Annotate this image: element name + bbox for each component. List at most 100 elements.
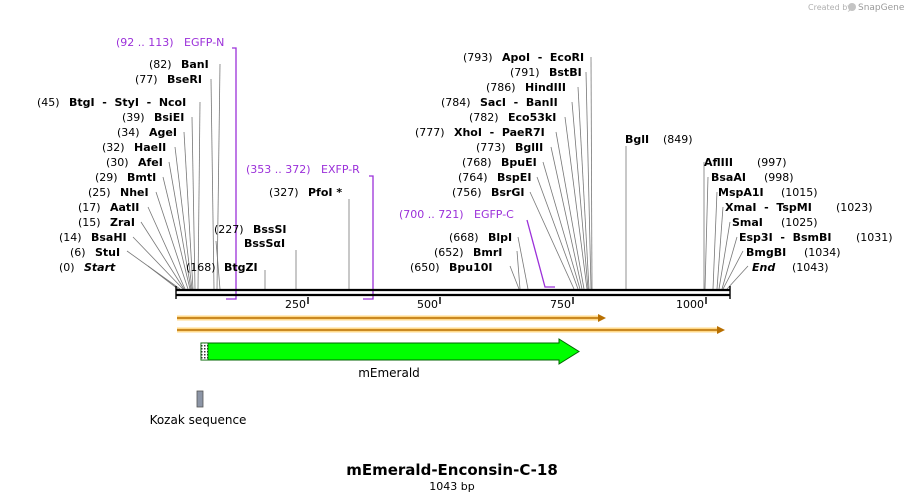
site-num: (786): [486, 81, 516, 94]
feature-kozak[interactable]: Kozak sequence: [150, 390, 247, 427]
ruler-label-500: 500: [417, 298, 438, 311]
map-title: mEmerald-Enconsin-C-18: [346, 461, 558, 479]
site-num: (1043): [792, 261, 829, 274]
leader-xmai: [716, 206, 724, 290]
orf-arrows: [177, 314, 725, 334]
site-num: (782): [469, 111, 499, 124]
leader-bsssi: [215, 240, 221, 290]
memerald-arrow[interactable]: [200, 338, 580, 365]
site-name-bsssi[interactable]: BssSI: [253, 223, 287, 236]
site-name-aatii[interactable]: AatII: [110, 201, 139, 214]
site-name-btgi-styi-ncoi[interactable]: BtgI - StyI - NcoI: [69, 96, 186, 109]
ruler-label-250: 250: [285, 298, 306, 311]
primer-name-egfp-c[interactable]: EGFP-C: [474, 208, 514, 221]
site-num: (1015): [781, 186, 818, 199]
site-name-bani[interactable]: BanI: [181, 58, 209, 71]
site-name-end[interactable]: End: [752, 261, 775, 274]
primer-exfp-r-mark: [363, 175, 374, 300]
leader-bpu10i: [509, 265, 520, 290]
leader-zrai: [140, 221, 185, 290]
site-num: (777): [415, 126, 445, 139]
ruler: 250 500 750 1000: [285, 297, 707, 311]
site-name-bpu10i[interactable]: Bpu10I: [449, 261, 493, 274]
site-name-nhei[interactable]: NheI: [120, 186, 149, 199]
memerald-label: mEmerald: [358, 366, 420, 380]
site-name-esp3i-bsmbi[interactable]: Esp3I - BsmBI: [739, 231, 831, 244]
site-name-mspa1i[interactable]: MspA1I: [718, 186, 764, 199]
site-name-bmri[interactable]: BmrI: [473, 246, 502, 259]
site-name-bgli[interactable]: BglI: [625, 133, 649, 146]
site-name-afliii[interactable]: AflIII: [704, 156, 733, 169]
leader-bsiei: [191, 116, 196, 290]
site-name-zrai[interactable]: ZraI: [110, 216, 135, 229]
site-name-bmgbi[interactable]: BmgBI: [746, 246, 786, 259]
site-num: (30): [106, 156, 129, 169]
leader-bglii: [550, 146, 583, 290]
site-num: (39): [122, 111, 145, 124]
snapgene-watermark: Created by SnapGene: [808, 3, 905, 13]
snapgene-logo-icon: [848, 3, 856, 11]
kozak-box[interactable]: [196, 390, 204, 408]
site-name-bsssai[interactable]: BssSαI: [244, 237, 285, 250]
leader-xhoi: [555, 131, 585, 290]
site-num: (14): [59, 231, 82, 244]
site-name-saci-banii[interactable]: SacI - BanII: [480, 96, 558, 109]
site-name-haeii[interactable]: HaeII: [134, 141, 166, 154]
leader-bsaai: [704, 176, 709, 290]
site-name-smai[interactable]: SmaI: [732, 216, 763, 229]
site-num: (34): [117, 126, 140, 139]
site-name-afei[interactable]: AfeI: [138, 156, 163, 169]
site-name-start[interactable]: Start: [84, 261, 116, 274]
primer-name-exfp-r[interactable]: EXFP-R: [321, 163, 360, 176]
leader-nhei: [155, 191, 189, 290]
site-name-btgzi[interactable]: BtgZI: [224, 261, 258, 274]
leader-btgi: [197, 101, 201, 290]
leader-bani: [216, 63, 221, 290]
feature-memerald[interactable]: mEmerald: [200, 338, 580, 380]
site-num: (756): [452, 186, 482, 199]
site-name-apoi-ecori[interactable]: ApoI - EcoRI: [502, 51, 584, 64]
site-name-hindiii[interactable]: HindIII: [525, 81, 566, 94]
site-name-bglii[interactable]: BglII: [515, 141, 543, 154]
site-name-pfoi[interactable]: PfoI *: [308, 186, 342, 199]
site-num: (82): [149, 58, 172, 71]
site-name-xhoi-paer7i[interactable]: XhoI - PaeR7I: [454, 126, 545, 139]
site-name-bseri[interactable]: BseRI: [167, 73, 202, 86]
site-name-bsaai[interactable]: BsaAI: [711, 171, 746, 184]
primer-range: (700 .. 721): [399, 208, 464, 221]
primer-name-egfp-n[interactable]: EGFP-N: [184, 36, 224, 49]
site-name-eco53ki[interactable]: Eco53kI: [508, 111, 556, 124]
leader-saci: [571, 101, 589, 290]
leader-stui: [126, 250, 181, 290]
site-name-agei[interactable]: AgeI: [149, 126, 177, 139]
map-length: 1043 bp: [429, 480, 474, 493]
primer-egfp-n-mark: [226, 47, 237, 300]
site-name-bsiei[interactable]: BsiEI: [154, 111, 184, 124]
sequence-backbone: [175, 286, 731, 299]
site-num: (764): [458, 171, 488, 184]
leader-agei: [183, 131, 194, 290]
site-num: (77): [135, 73, 158, 86]
leader-bspei: [536, 176, 579, 290]
site-num: (1023): [836, 201, 873, 214]
site-name-bmti[interactable]: BmtI: [127, 171, 156, 184]
orf-1-arrowhead: [598, 314, 606, 322]
site-num: (793): [463, 51, 493, 64]
site-name-bpuei[interactable]: BpuEI: [501, 156, 537, 169]
site-num: (45): [37, 96, 60, 109]
leader-apoi: [590, 56, 593, 290]
site-num: (17): [78, 201, 101, 214]
leader-esp3i: [721, 236, 738, 290]
site-name-xmai-tspmi[interactable]: XmaI - TspMI: [725, 201, 812, 214]
site-name-bsahi[interactable]: BsaHI: [91, 231, 127, 244]
leader-bsahi: [132, 236, 184, 290]
site-name-bspei[interactable]: BspEI: [497, 171, 531, 184]
site-name-blpi[interactable]: BlpI: [488, 231, 512, 244]
primer-labels: (92 .. 113) EGFP-N (353 .. 372) EXFP-R (…: [116, 36, 514, 221]
site-name-bsrgi[interactable]: BsrGI: [491, 186, 524, 199]
site-name-bstbi[interactable]: BstBI: [549, 66, 582, 79]
site-name-stui[interactable]: StuI: [95, 246, 120, 259]
site-num: (25): [88, 186, 111, 199]
primer-egfp-c-mark: [526, 219, 555, 288]
